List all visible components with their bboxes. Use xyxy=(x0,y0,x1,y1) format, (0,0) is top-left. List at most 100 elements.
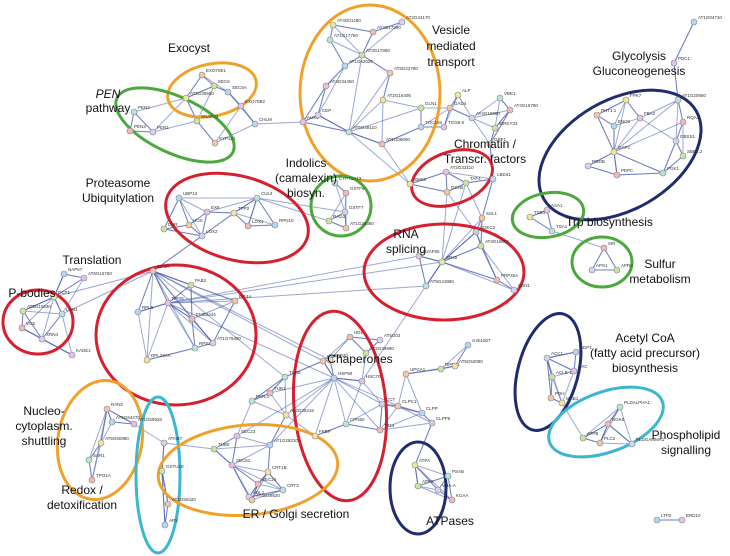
interaction-edge xyxy=(233,197,258,214)
interaction-edge xyxy=(582,406,621,439)
protein-node-label: SSL1 xyxy=(486,211,498,216)
protein-node-dot xyxy=(188,315,196,323)
interaction-edge xyxy=(329,39,346,67)
protein-node: AT1G29310 xyxy=(266,438,298,449)
protein-node-dot xyxy=(659,169,667,177)
protein-node-dot xyxy=(187,281,195,289)
interaction-edge xyxy=(178,197,190,226)
protein-node-dot xyxy=(342,189,350,197)
protein-node: SBE2.2 xyxy=(679,149,703,160)
protein-node: RAN2 xyxy=(103,402,124,413)
protein-node: GLN1 xyxy=(417,101,437,112)
protein-node-dot xyxy=(362,349,370,357)
protein-node-dot xyxy=(342,420,350,428)
interaction-edge xyxy=(161,470,166,526)
protein-node-dot xyxy=(326,36,334,44)
protein-node: SMC6 xyxy=(406,177,427,188)
protein-node: AT4G16980 xyxy=(468,111,500,122)
interaction-edge xyxy=(613,99,627,153)
interaction-edge xyxy=(465,182,483,219)
protein-node-label: AUX1 xyxy=(307,115,319,120)
interaction-edge xyxy=(582,423,609,439)
protein-node-dot xyxy=(182,94,190,102)
protein-node-label: RPL23AA xyxy=(151,353,171,358)
protein-node: AT5G41880 xyxy=(422,279,454,290)
cluster-ring-proteasome xyxy=(164,171,310,265)
cluster-label-chaperones: Chaperones xyxy=(327,352,392,366)
protein-node-label: AT5G48110 xyxy=(353,125,377,130)
protein-node: HD1 xyxy=(346,330,363,341)
cluster-label-line: pathway xyxy=(86,101,131,115)
interaction-edge xyxy=(587,165,618,176)
protein-node-dot xyxy=(451,362,459,370)
interaction-edge xyxy=(206,197,258,213)
protein-node-label: FKBP xyxy=(319,429,331,434)
protein-node-label: HSP90 xyxy=(338,371,353,376)
interaction-edge xyxy=(167,261,443,304)
interaction-edge xyxy=(381,143,411,185)
protein-node: GAD4 xyxy=(446,101,467,112)
protein-node-label: CLPP xyxy=(426,406,438,411)
interaction-edge xyxy=(587,151,615,167)
protein-node-label: TIC55-II xyxy=(448,120,464,125)
interaction-edge xyxy=(441,182,467,263)
node-layer: SEC6EXO70E1SEC5AEXO70B2AT2G38550PEN2PEN3… xyxy=(18,15,722,529)
protein-node-label: CYP71A13 xyxy=(339,176,362,181)
protein-node: TUB8 xyxy=(281,370,301,381)
protein-node-dot xyxy=(440,123,448,131)
protein-node-label: GCN5 xyxy=(451,185,464,190)
protein-node-dot xyxy=(158,467,166,475)
interaction-edge xyxy=(471,97,501,119)
protein-node-dot xyxy=(326,356,334,364)
protein-node-dot xyxy=(164,500,172,508)
protein-node-dot xyxy=(398,18,406,26)
protein-node: PDH xyxy=(547,391,565,402)
protein-node-dot xyxy=(414,482,422,490)
cluster-label-nucleo: Nucleo-cytoplasm.shuttling xyxy=(15,404,72,448)
interaction-edge xyxy=(146,270,154,361)
interaction-edge xyxy=(269,414,287,446)
cluster-label-er: ER / Golgi secretion xyxy=(243,507,350,521)
interaction-edge xyxy=(607,423,633,445)
protein-node: SIR xyxy=(600,241,616,252)
protein-node-dot xyxy=(266,389,274,397)
protein-node-label: AT2G16405 xyxy=(387,93,411,98)
protein-node-dot xyxy=(198,232,206,240)
protein-node-dot xyxy=(210,445,218,453)
protein-node-dot xyxy=(130,108,138,116)
protein-node: RPN10 xyxy=(271,218,294,229)
interaction-edge xyxy=(41,296,55,340)
interaction-edge xyxy=(317,65,346,116)
protein-node-dot xyxy=(198,71,206,79)
protein-node: SDP1 xyxy=(572,345,592,356)
protein-node: CEP xyxy=(314,108,331,119)
protein-node-label: SDN1 xyxy=(518,283,531,288)
protein-node-label: EIF4A xyxy=(239,294,252,299)
interaction-edge xyxy=(21,327,73,356)
interaction-edge xyxy=(372,21,403,33)
protein-node-label: PEN2 xyxy=(138,105,150,110)
protein-node-dot xyxy=(50,293,58,301)
interaction-edge xyxy=(167,302,193,320)
protein-node: GSTU19 xyxy=(158,464,184,475)
protein-node: GRF1 xyxy=(486,137,506,148)
protein-node: AT1G26380 xyxy=(342,221,374,232)
interaction-edge xyxy=(256,197,346,213)
protein-node-label: AT1G04710 xyxy=(698,15,722,20)
interaction-edge xyxy=(329,39,363,56)
interaction-edge xyxy=(599,442,633,445)
protein-node: SYP121 xyxy=(211,136,236,147)
interaction-edge xyxy=(231,444,271,466)
protein-node: HSP70 xyxy=(319,354,342,365)
protein-node-dot xyxy=(311,432,319,440)
protein-node-dot xyxy=(322,82,330,90)
interaction-edge xyxy=(167,302,335,379)
protein-node: CLPC1 xyxy=(394,399,417,410)
protein-node: PLDGAMMA1 xyxy=(628,437,665,448)
cluster-label-line: detoxification xyxy=(47,498,117,512)
protein-node: SAR1 xyxy=(85,453,105,464)
protein-node-label: PLDALPHA1 xyxy=(624,400,651,405)
cluster-label-redox: Redox /detoxification xyxy=(47,483,117,512)
